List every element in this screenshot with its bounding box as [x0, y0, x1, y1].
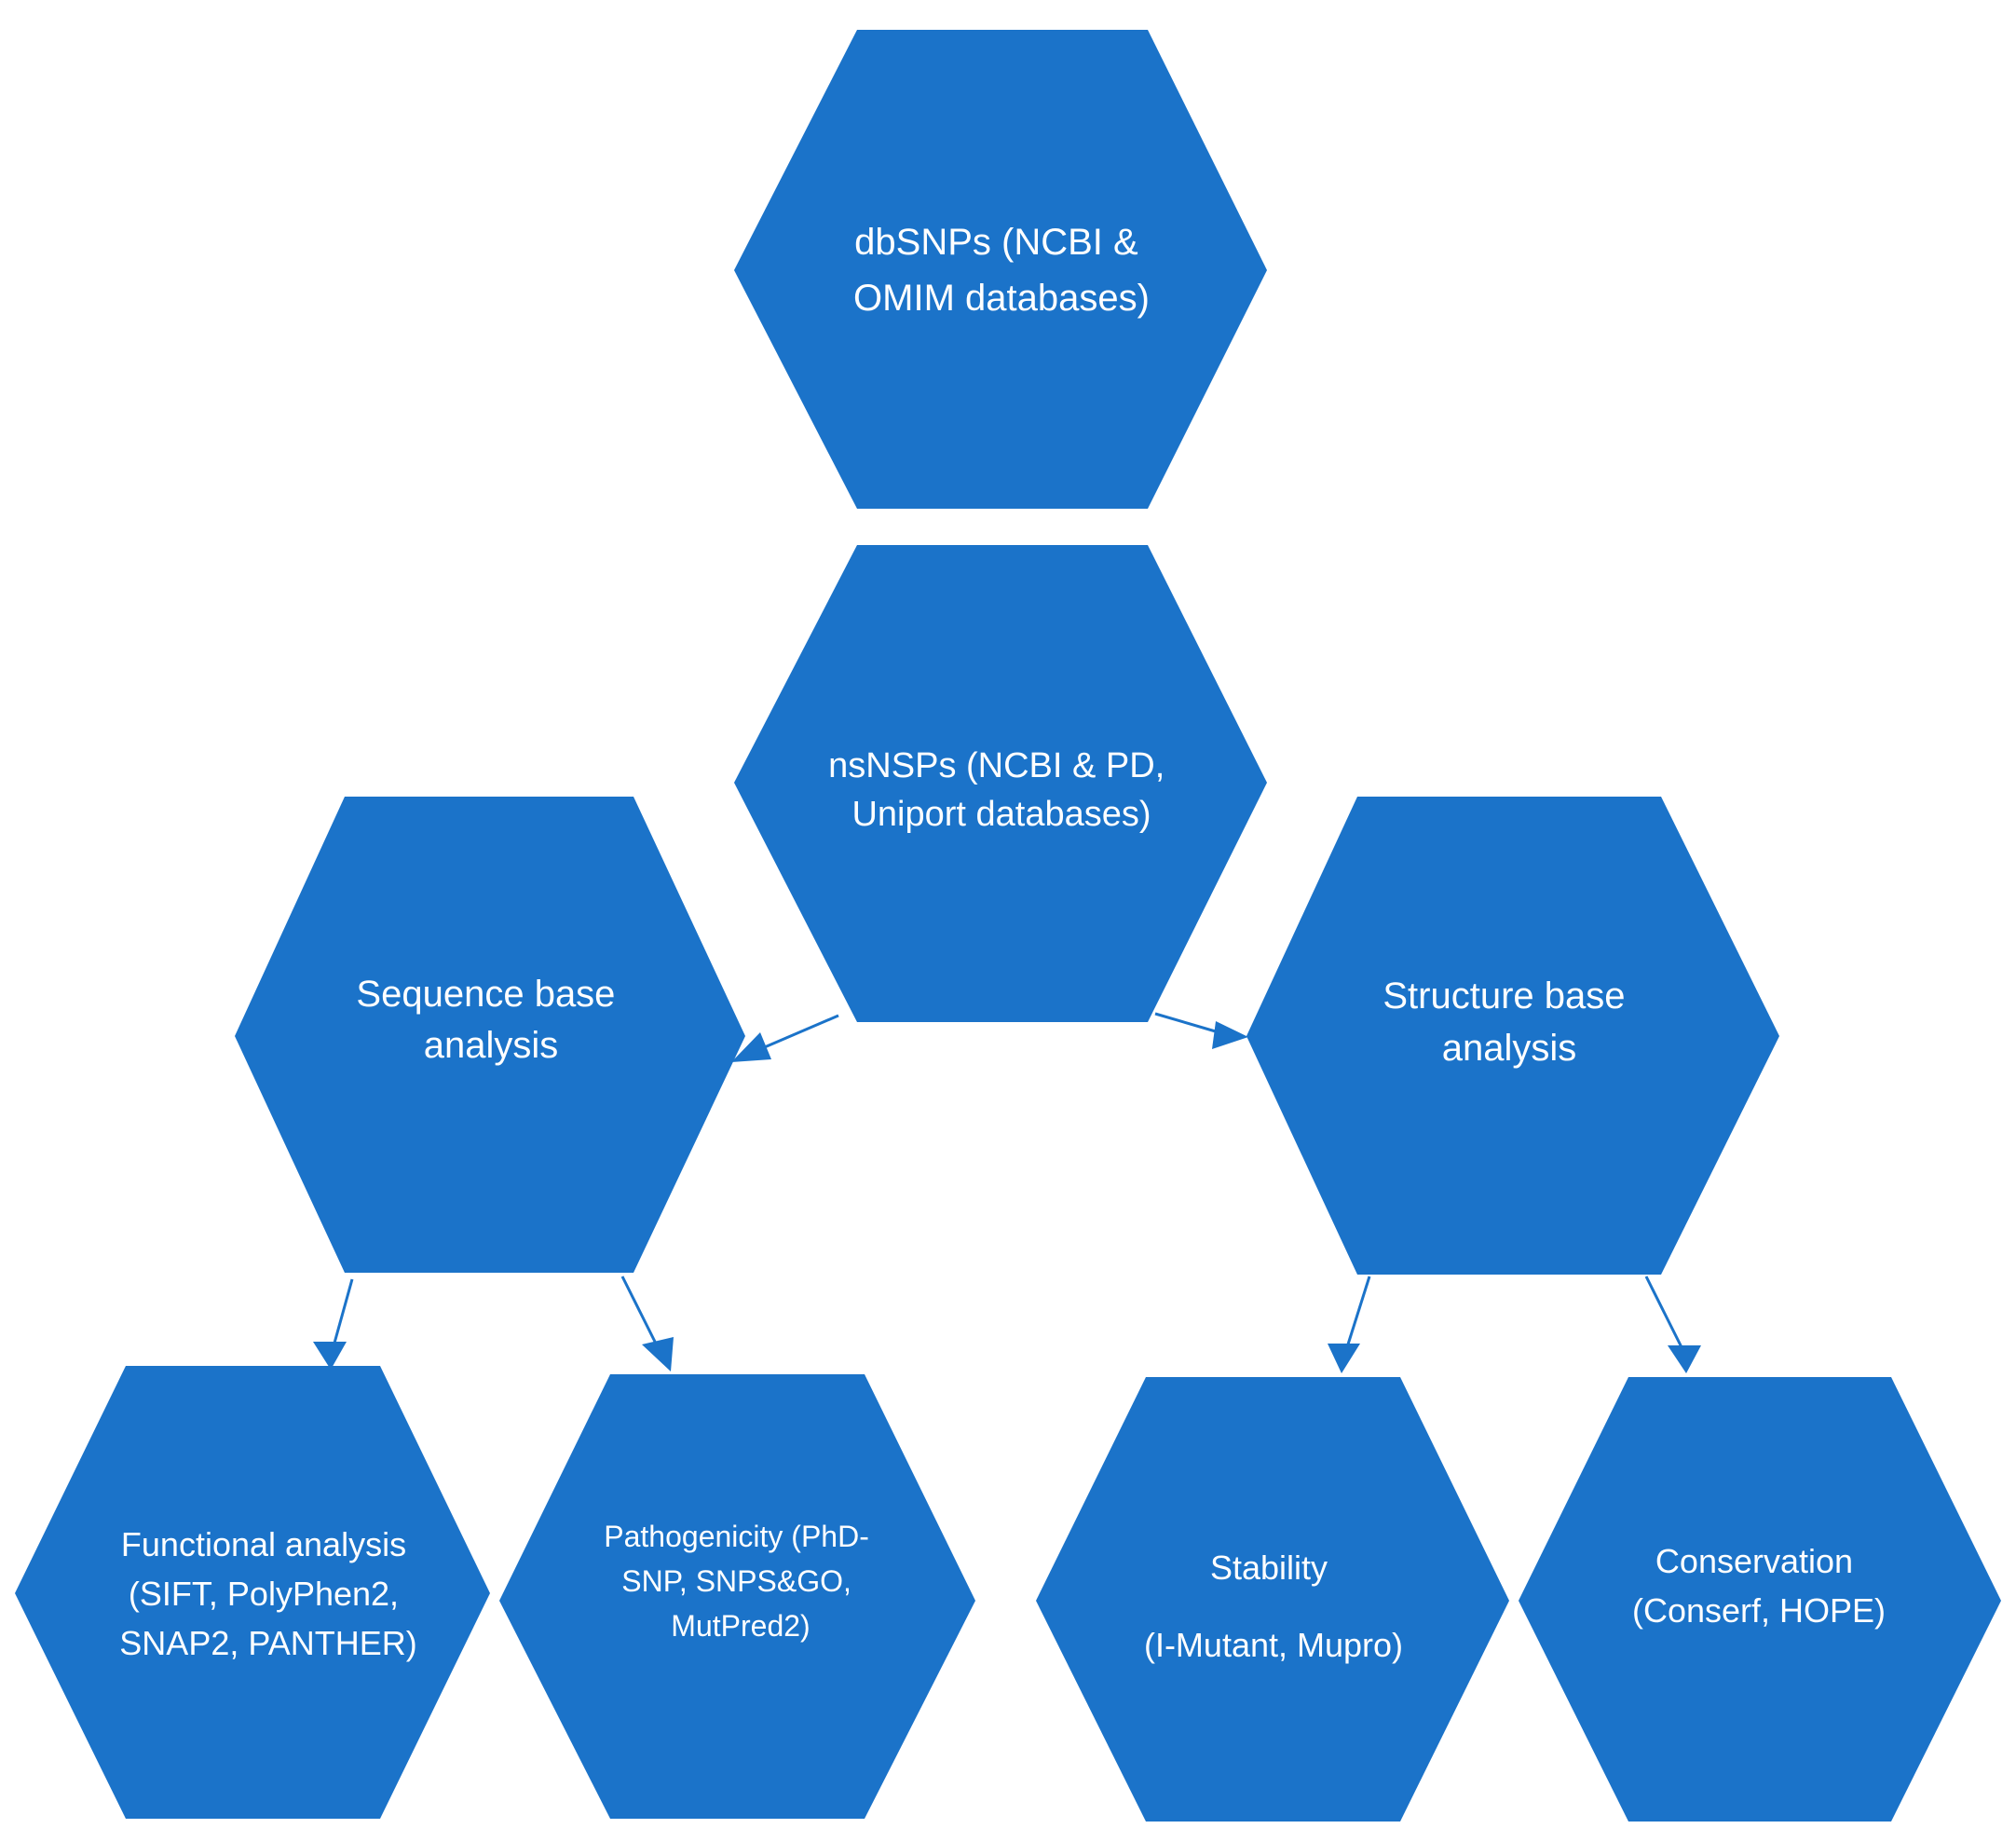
- hexagon-shape: [734, 30, 1267, 509]
- svg-text:Conservation (Conserf, H: Conservation (Conserf, HOPE): [1632, 1542, 1886, 1630]
- arrow-sequence-to-functional: [332, 1278, 354, 1347]
- node-label-line: MutPred2): [671, 1609, 810, 1643]
- node-dbsnps: dbSNPs (NCBI & OMIM databases): [734, 30, 1267, 509]
- svg-text:Pathogenicity (PhD- SNP,: Pathogenicity (PhD- SNP, SNPS&GO, MutPre…: [604, 1520, 877, 1643]
- node-functional-analysis: Functional analysis (SIFT, PolyPhen2, SN…: [15, 1366, 490, 1819]
- node-label-line: analysis: [1442, 1028, 1577, 1069]
- arrowhead-sequence-to-pathogenicity: [642, 1337, 674, 1371]
- node-structure-base-analysis: Structure base analysis: [1246, 797, 1779, 1275]
- hexagon-shape: [15, 1366, 490, 1819]
- node-label-line: Conservation: [1655, 1542, 1853, 1580]
- node-label-line: nsNSPs (NCBI & PD,: [828, 746, 1165, 785]
- node-label-line: (Conserf, HOPE): [1632, 1591, 1886, 1630]
- node-stability: Stability (I-Mutant, Mupro): [1036, 1377, 1509, 1822]
- node-pathogenicity: Pathogenicity (PhD- SNP, SNPS&GO, MutPre…: [499, 1374, 975, 1819]
- node-label-line: Stability: [1210, 1549, 1328, 1587]
- arrowhead-nsnsps-to-sequence: [731, 1032, 771, 1062]
- svg-text:dbSNPs (NCBI & OMIM data: dbSNPs (NCBI & OMIM databases): [853, 222, 1150, 319]
- svg-text:nsNSPs (NCBI & PD, Unipo: nsNSPs (NCBI & PD, Uniport databases): [828, 746, 1175, 834]
- node-label-line: Sequence base: [356, 974, 615, 1015]
- hexagon-shape: [1519, 1377, 2001, 1822]
- node-conservation: Conservation (Conserf, HOPE): [1519, 1377, 2001, 1822]
- node-label-line: (I-Mutant, Mupro): [1144, 1626, 1403, 1664]
- node-label-line: OMIM databases): [853, 278, 1150, 319]
- node-label-line: dbSNPs (NCBI &: [854, 222, 1138, 263]
- arrow-structure-to-stability: [1345, 1276, 1371, 1348]
- node-label-line: Uniport databases): [851, 795, 1151, 834]
- svg-text:Structure base analysis: Structure base analysis: [1383, 976, 1635, 1069]
- hexagon-shape: [1036, 1377, 1509, 1822]
- node-label-line: Functional analysis: [121, 1525, 406, 1563]
- node-label-line: (SIFT, PolyPhen2,: [129, 1575, 399, 1613]
- hexagon-shape: [499, 1374, 975, 1819]
- arrowhead-nsnsps-to-structure: [1212, 1021, 1248, 1049]
- svg-text:Functional analysis (SIF: Functional analysis (SIFT, PolyPhen2, SN…: [119, 1525, 416, 1662]
- arrow-nsnsps-to-structure: [1154, 1012, 1226, 1036]
- hexagon-shape: [235, 797, 745, 1273]
- arrow-sequence-to-pathogenicity: [620, 1276, 658, 1344]
- node-label-line: SNAP2, PANTHER): [119, 1624, 416, 1662]
- node-label-line: analysis: [424, 1025, 559, 1066]
- arrow-structure-to-conservation: [1644, 1276, 1683, 1348]
- svg-text:Stability (I-Mutant, Mup: Stability (I-Mutant, Mupro): [1144, 1549, 1403, 1664]
- arrowhead-structure-to-conservation: [1668, 1345, 1701, 1373]
- node-label-line: SNP, SNPS&GO,: [621, 1564, 851, 1598]
- arrows: [313, 1012, 1701, 1373]
- hexagon-shape: [1246, 797, 1779, 1275]
- node-label-line: Pathogenicity (PhD-: [604, 1520, 869, 1553]
- node-sequence-base-analysis: Sequence base analysis: [235, 797, 745, 1273]
- svg-text:Sequence base analysis: Sequence base analysis: [356, 974, 625, 1066]
- node-nsnsps: nsNSPs (NCBI & PD, Uniport databases): [734, 545, 1267, 1022]
- arrowhead-sequence-to-functional: [313, 1342, 347, 1370]
- arrowhead-structure-to-stability: [1328, 1344, 1360, 1373]
- node-label-line: Structure base: [1383, 976, 1625, 1017]
- hexagon-shape: [734, 545, 1267, 1022]
